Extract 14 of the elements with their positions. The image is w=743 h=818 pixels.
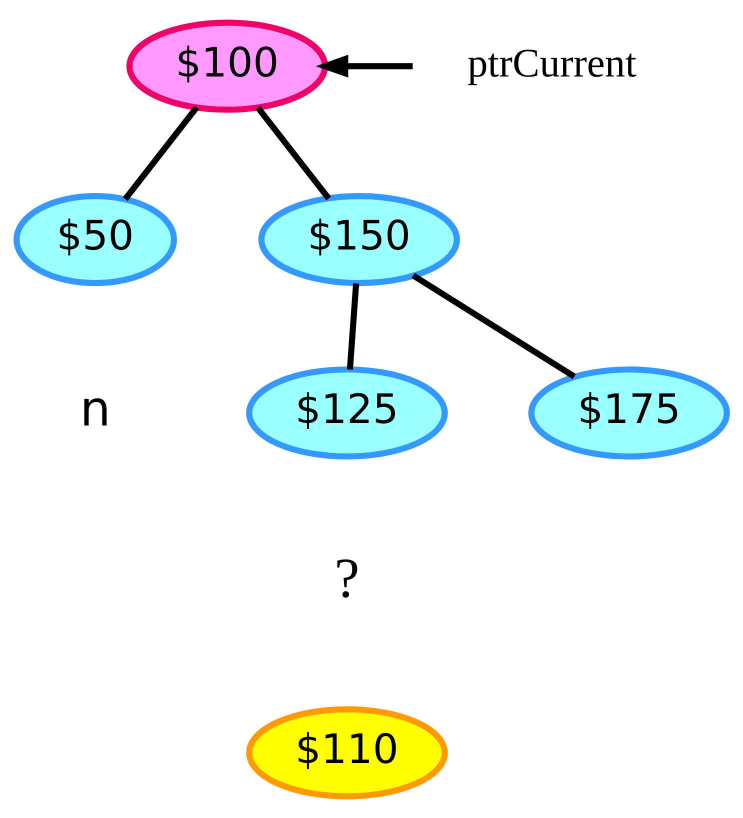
node-ellipse: $110 — [246, 706, 448, 799]
connector — [412, 272, 576, 379]
node-label: ? — [334, 546, 360, 610]
node-ellipse: $150 — [258, 192, 460, 286]
connector — [346, 282, 360, 370]
arrow — [316, 54, 413, 78]
node-text: ptrCurrent — [467, 40, 636, 85]
node-ellipse: $50 — [14, 192, 178, 286]
node-ellipse: $100 — [126, 19, 328, 112]
connector — [255, 105, 332, 200]
node-ellipse: $125 — [246, 366, 448, 460]
label: n — [80, 381, 111, 438]
node-ellipse: $175 — [528, 366, 730, 460]
connector — [122, 105, 199, 200]
